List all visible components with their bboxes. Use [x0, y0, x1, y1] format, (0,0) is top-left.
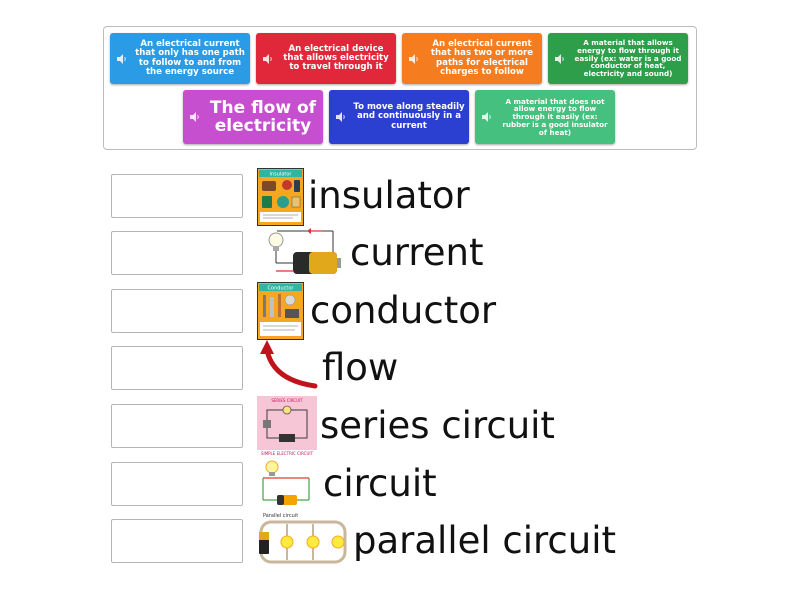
term-label: flow	[322, 346, 399, 389]
speaker-icon[interactable]	[475, 90, 499, 144]
parallel-circuit-picture: Parallel circuit	[259, 513, 347, 564]
term-label: insulator	[308, 174, 470, 217]
answer-bank: An electrical current that only has one …	[103, 26, 697, 150]
answer-tile-electrical-device[interactable]: An electrical device that allows electri…	[256, 33, 396, 84]
tile-label: To move along steadily and continuously …	[353, 102, 465, 131]
drop-zone[interactable]	[111, 231, 243, 275]
answer-tile-one-path[interactable]: An electrical current that only has one …	[110, 33, 250, 84]
parallel-picture-title: Parallel circuit	[263, 513, 298, 519]
term-label: parallel circuit	[353, 519, 617, 562]
term-label: series circuit	[320, 404, 555, 447]
series-picture-caption: SIMPLE ELECTRIC CIRCUIT	[261, 451, 314, 456]
answer-tile-insulator-definition[interactable]: A material that does not allow energy to…	[475, 90, 615, 144]
conductor-picture-title: Conductor	[268, 286, 295, 292]
term-label: current	[350, 231, 484, 274]
circuit-picture	[262, 460, 310, 505]
current-picture	[268, 228, 341, 274]
drop-zone[interactable]	[111, 174, 243, 218]
term-label: circuit	[323, 462, 437, 505]
speaker-icon[interactable]	[256, 33, 280, 84]
drop-zone[interactable]	[111, 519, 243, 563]
drop-zone[interactable]	[111, 462, 243, 506]
tile-label: An electrical current that has two or mo…	[430, 38, 534, 77]
speaker-icon[interactable]	[402, 33, 426, 84]
answer-tile-move-along[interactable]: To move along steadily and continuously …	[329, 90, 469, 144]
series-picture-title: SERIES CIRCUIT	[271, 398, 303, 403]
tile-label: An electrical current that only has one …	[135, 38, 245, 77]
drop-zone[interactable]	[111, 289, 243, 333]
answer-tile-two-paths[interactable]: An electrical current that has two or mo…	[402, 33, 542, 84]
insulator-picture-title: Insulator	[270, 172, 293, 178]
drop-zone[interactable]	[111, 404, 243, 448]
conductor-picture: Conductor	[257, 282, 304, 340]
term-label: conductor	[310, 289, 497, 332]
series-circuit-picture: SERIES CIRCUIT SIMPLE ELECTRIC CIRCUIT	[257, 396, 317, 456]
tile-label: A material that does not allow energy to…	[502, 96, 608, 137]
tile-label: The flow of electricity	[209, 97, 317, 136]
tile-label: A material that allows energy to flow th…	[574, 38, 682, 79]
answer-tile-flow-of-electricity[interactable]: The flow of electricity	[183, 90, 323, 144]
drop-zone[interactable]	[111, 346, 243, 390]
tile-label: An electrical device that allows electri…	[283, 43, 389, 73]
red-arrow-icon	[260, 340, 318, 389]
speaker-icon[interactable]	[183, 90, 207, 144]
speaker-icon[interactable]	[110, 33, 134, 84]
answer-tile-conductor-definition[interactable]: A material that allows energy to flow th…	[548, 33, 688, 84]
speaker-icon[interactable]	[329, 90, 353, 144]
insulator-picture: Insulator	[257, 168, 304, 226]
speaker-icon[interactable]	[548, 33, 572, 84]
